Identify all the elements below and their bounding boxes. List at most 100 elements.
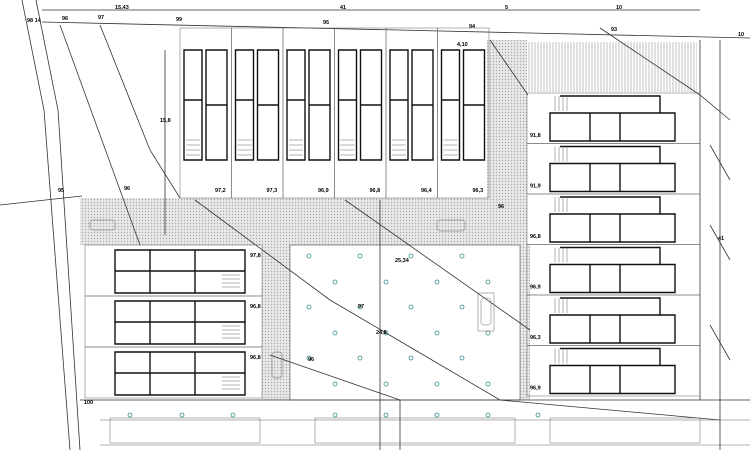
plot-outline — [526, 143, 701, 195]
tree-icon — [357, 253, 363, 259]
boundary-label: 98 14 — [27, 18, 42, 24]
level-label: 96,9 — [530, 285, 541, 291]
car-icon — [271, 351, 283, 379]
stairs — [554, 146, 568, 162]
plot-outline — [526, 294, 701, 346]
stairs — [554, 197, 568, 212]
dimension-label: 5 — [505, 5, 508, 11]
misc-label: 24,8 — [376, 330, 387, 336]
level-label: 91,8 — [530, 133, 541, 139]
plot-outline — [526, 92, 701, 144]
plot-outline — [526, 244, 701, 296]
car-icon — [89, 219, 116, 231]
level-label: 96,8 — [250, 355, 261, 361]
tree-icon — [434, 279, 440, 285]
level-label: 97,2 — [215, 188, 226, 194]
house-unit: 96,9 — [282, 27, 335, 199]
stairs — [222, 325, 240, 339]
stairs — [554, 298, 568, 313]
tree-icon — [383, 412, 389, 418]
house-unit: 96,3 — [526, 294, 701, 346]
plot-outline — [526, 193, 701, 245]
left-row-houses: 97,896,896,8 — [84, 244, 263, 399]
right-row-houses: 91,8 91,9 96,8 96,9 96,3 96,9 — [526, 92, 701, 397]
stairs — [554, 247, 568, 263]
boundary-label: 94 — [469, 24, 476, 30]
floor-plan — [114, 351, 246, 396]
plot-outline — [437, 27, 490, 199]
floor-plan — [286, 49, 331, 161]
misc-label: 97 — [358, 304, 364, 310]
house-unit: 96,8 — [84, 346, 263, 399]
level-label: 96,4 — [421, 188, 433, 194]
house-unit: 96,8 — [84, 295, 263, 348]
boundary-label: 99 — [176, 17, 182, 23]
bottom-strip — [80, 399, 750, 446]
tree-icon — [179, 412, 185, 418]
boundary-label: 97 — [98, 15, 104, 21]
tree-icon — [332, 330, 338, 336]
floor-plan — [389, 49, 434, 161]
boundary-label: 93 — [611, 27, 617, 33]
level-label: 96,8 — [530, 234, 541, 240]
misc-label: 96 — [124, 186, 130, 192]
stairs — [237, 139, 252, 156]
house-unit: 96,8 — [526, 193, 701, 245]
tree-icon — [485, 381, 491, 387]
level-label: 96,8 — [370, 188, 381, 194]
tree-icon — [434, 412, 440, 418]
tree-icon — [459, 253, 465, 259]
floor-plan — [549, 145, 676, 193]
house-unit: 96,9 — [526, 345, 701, 397]
boundary-label: 95 — [323, 20, 329, 26]
tree-icon — [127, 412, 133, 418]
top-row-houses: 97,2 97,3 96,9 96,8 96,4 96,3 — [179, 27, 490, 199]
level-label: 96,9 — [530, 386, 541, 392]
floor-plan — [549, 95, 676, 142]
tree-markers — [127, 253, 541, 418]
house-unit: 96,9 — [526, 244, 701, 296]
dimension-label: 10 — [616, 5, 622, 11]
plot-outline — [526, 345, 701, 397]
tree-icon — [485, 279, 491, 285]
tree-icon — [332, 412, 338, 418]
floor-plan — [549, 246, 676, 294]
floor-plan — [114, 300, 246, 345]
tree-icon — [383, 279, 389, 285]
tree-icon — [408, 304, 414, 310]
tree-icon — [306, 355, 312, 361]
stairs — [392, 139, 406, 156]
tree-icon — [306, 304, 312, 310]
tree-icon — [459, 304, 465, 310]
car-icon — [480, 297, 492, 326]
floor-plan — [234, 49, 280, 161]
misc-label: 96 — [308, 357, 314, 363]
house-unit: 97,3 — [231, 27, 284, 199]
floor-plan — [440, 49, 486, 161]
tree-icon — [434, 330, 440, 336]
house-unit: 96,8 — [334, 27, 387, 199]
tree-icon — [408, 355, 414, 361]
boundary-label: 10 — [738, 32, 744, 38]
tree-icon — [408, 253, 414, 259]
tree-icon — [332, 381, 338, 387]
tree-icon — [434, 381, 440, 387]
tree-icon — [332, 279, 338, 285]
level-label: 97,3 — [267, 188, 278, 194]
tree-icon — [535, 412, 541, 418]
house-unit: 91,9 — [526, 143, 701, 195]
tree-icon — [459, 355, 465, 361]
stairs — [222, 376, 240, 390]
level-label: 96,9 — [318, 188, 329, 194]
floor-plan — [549, 297, 676, 344]
floor-plan — [549, 196, 676, 243]
house-unit: 96,4 — [385, 27, 438, 199]
misc-label: 15,8 — [160, 118, 171, 124]
dimension-label: 15,43 — [115, 5, 129, 11]
misc-label: 95 — [58, 188, 64, 194]
level-label: 96,3 — [473, 188, 484, 194]
misc-label: 41 — [718, 236, 724, 242]
tree-icon — [485, 412, 491, 418]
tree-icon — [357, 304, 363, 310]
